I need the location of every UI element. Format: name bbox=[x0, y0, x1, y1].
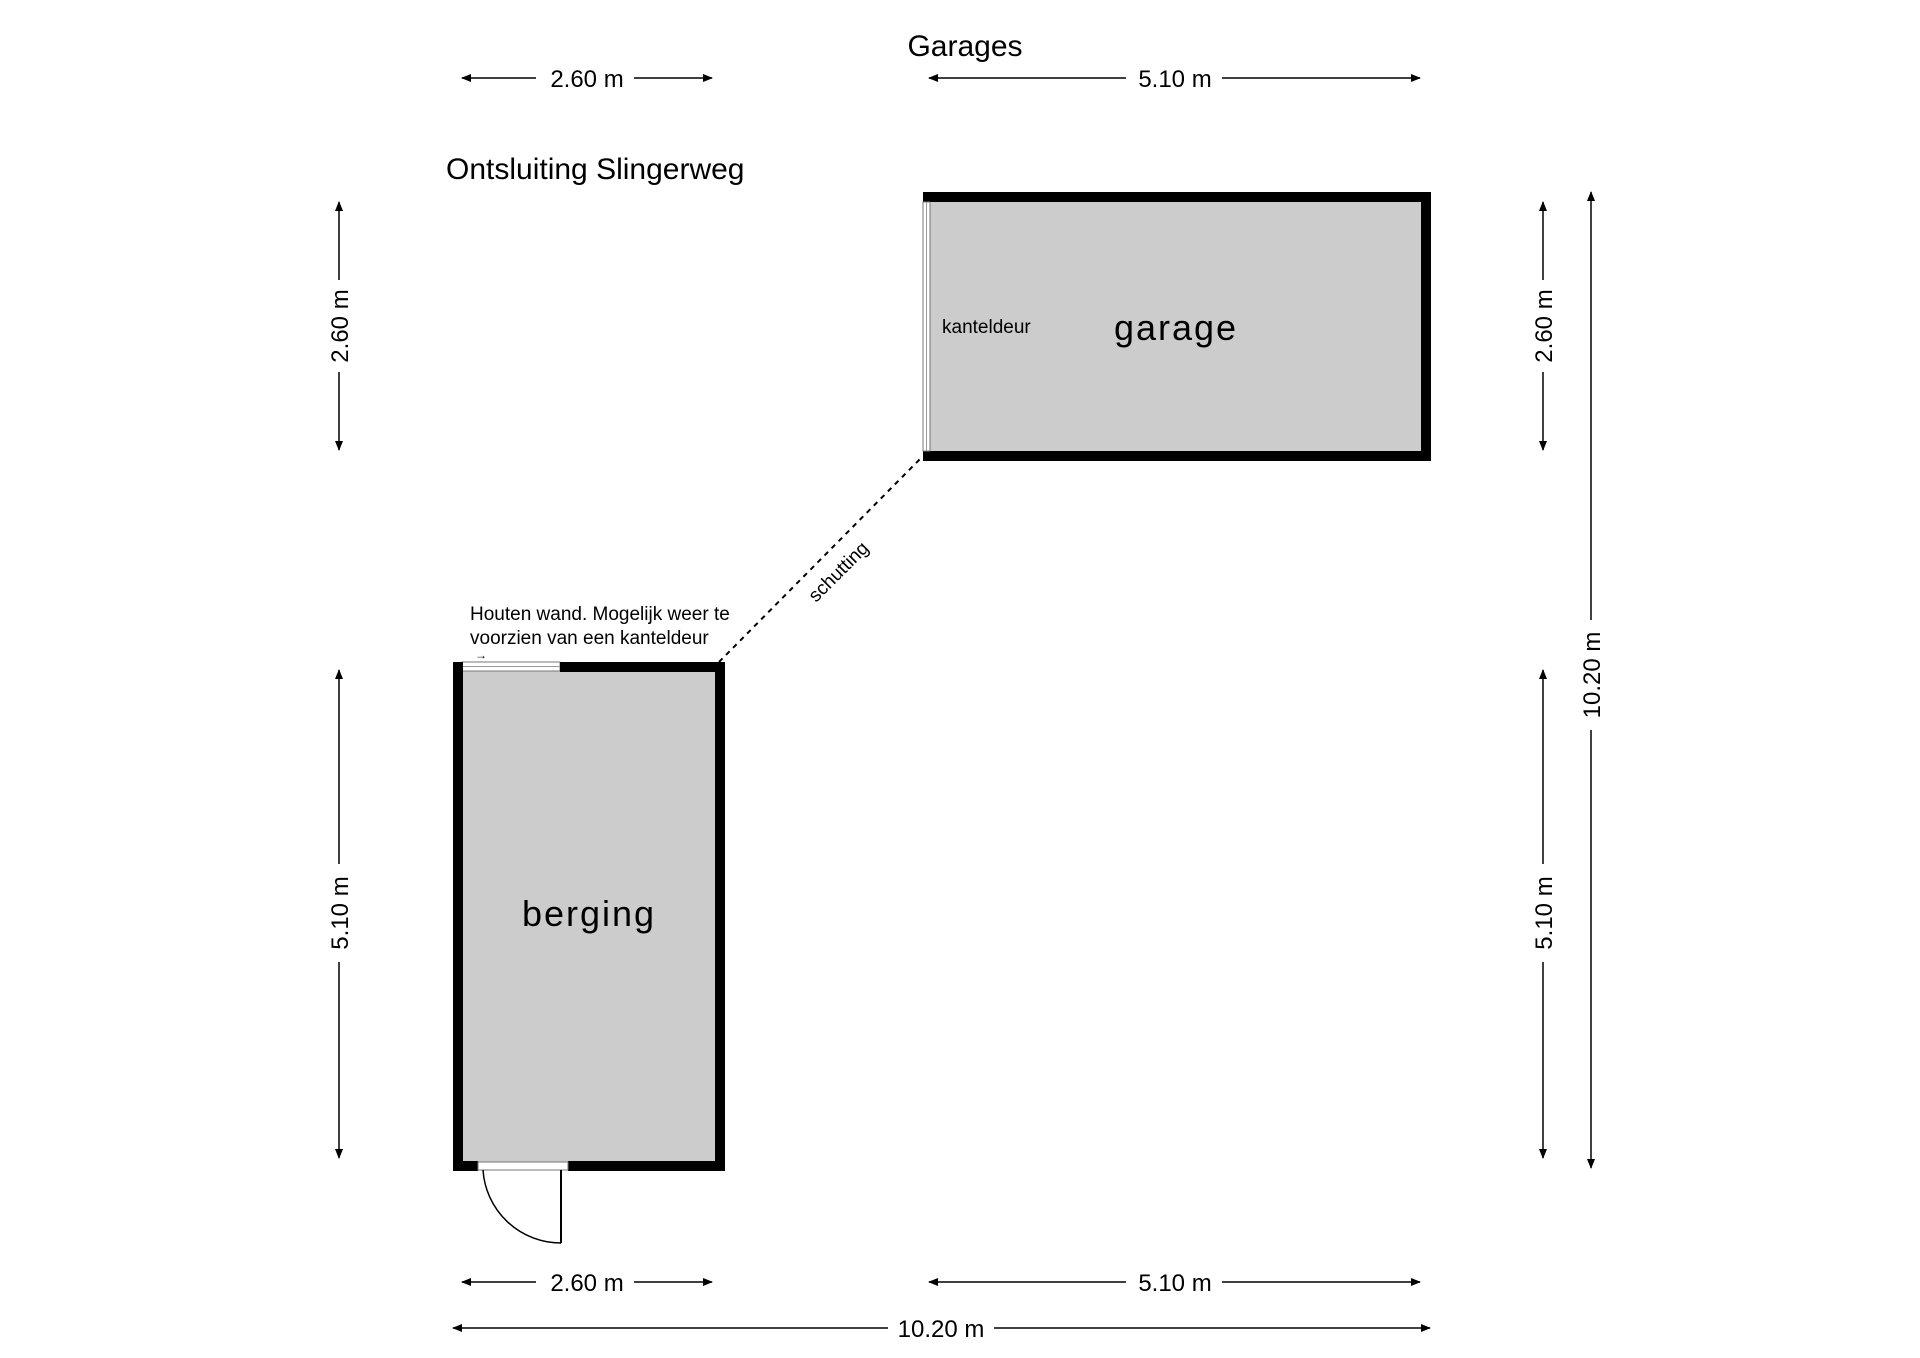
berging-wall-right bbox=[715, 662, 725, 1171]
dim-bottom-left: 2.60 m bbox=[461, 1270, 713, 1297]
garage-wall-right bbox=[1421, 192, 1431, 460]
garage-floor bbox=[923, 197, 1427, 455]
dim-top-left: 2.60 m bbox=[461, 66, 713, 93]
dim-right-upper-label: 2.60 m bbox=[1531, 289, 1558, 362]
dim-right-lower: 5.10 m bbox=[1531, 669, 1558, 1159]
garage-room-label: garage bbox=[1114, 307, 1238, 348]
berging-wall-left bbox=[453, 662, 463, 1171]
dim-left-lower: 5.10 m bbox=[327, 669, 354, 1159]
dim-top-left-label: 2.60 m bbox=[550, 66, 623, 93]
plan-title: Garages bbox=[907, 30, 1022, 63]
dim-left-upper-label: 2.60 m bbox=[327, 289, 354, 362]
dim-right-total: 10.20 m bbox=[1579, 191, 1606, 1169]
note-arrow: → bbox=[475, 648, 487, 662]
berging-wall-top bbox=[560, 662, 722, 672]
garage-wall-top bbox=[923, 192, 1427, 202]
dim-left-upper: 2.60 m bbox=[327, 201, 354, 451]
dim-top-right: 5.10 m bbox=[928, 66, 1421, 93]
dim-right-upper: 2.60 m bbox=[1531, 201, 1558, 451]
dim-bottom-left-label: 2.60 m bbox=[550, 1270, 623, 1297]
dim-top-right-label: 5.10 m bbox=[1138, 66, 1211, 93]
fence-label: schutting bbox=[805, 538, 874, 607]
dim-bottom-right-label: 5.10 m bbox=[1138, 1270, 1211, 1297]
garage-wall-bottom bbox=[923, 451, 1431, 461]
dim-bottom-right: 5.10 m bbox=[928, 1270, 1421, 1297]
note-line-1: Houten wand. Mogelijk weer te bbox=[470, 604, 730, 625]
berging-wall-bottom-right bbox=[568, 1161, 725, 1171]
dim-right-total-label: 10.20 m bbox=[1579, 632, 1606, 719]
fence-line bbox=[718, 455, 924, 663]
berging-door-swing bbox=[482, 1169, 562, 1244]
dim-bottom-total-label: 10.20 m bbox=[898, 1316, 985, 1343]
note-line-2: voorzien van een kanteldeur bbox=[470, 628, 709, 649]
berging-wall-bottom-left bbox=[453, 1161, 478, 1171]
garage-door-label: kanteldeur bbox=[942, 317, 1031, 338]
berging-door-frame bbox=[477, 1161, 569, 1171]
access-label: Ontsluiting Slingerweg bbox=[446, 153, 745, 186]
dim-left-lower-label: 5.10 m bbox=[327, 876, 354, 949]
berging-room-label: berging bbox=[522, 893, 656, 934]
dim-right-lower-label: 5.10 m bbox=[1531, 876, 1558, 949]
berging-floor bbox=[460, 670, 718, 1164]
dim-bottom-total: 10.20 m bbox=[452, 1316, 1431, 1343]
garage-room: kanteldeur garage bbox=[922, 192, 1431, 461]
berging-room: berging bbox=[453, 661, 725, 1244]
